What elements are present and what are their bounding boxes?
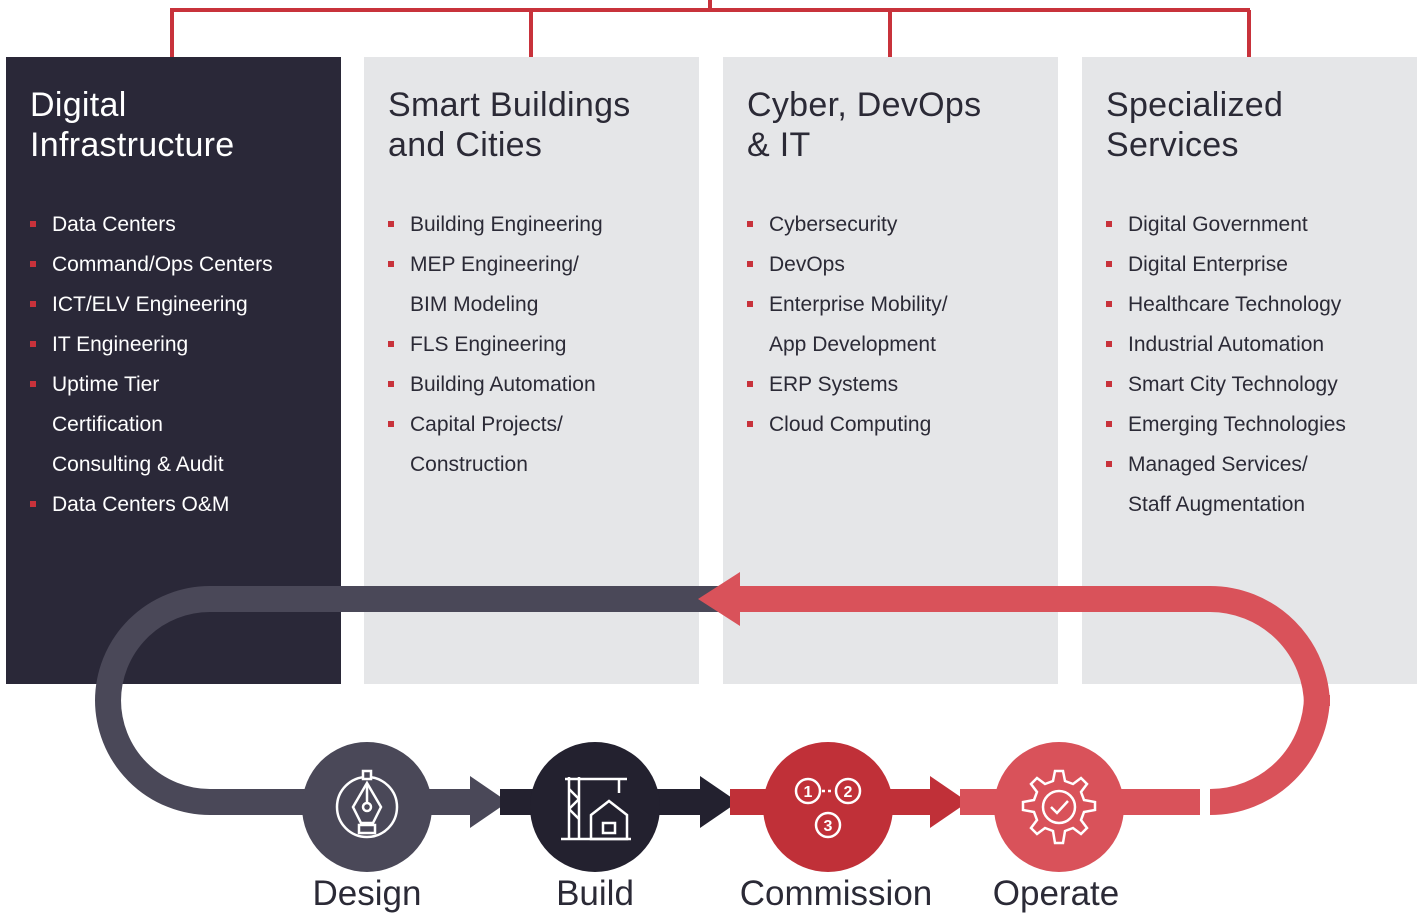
return-path <box>740 586 1330 815</box>
return-path-left <box>95 586 740 815</box>
list-item: Building Automation <box>388 365 681 405</box>
column-cyber-devops: Cyber, DevOps & IT Cybersecurity DevOps … <box>723 57 1058 684</box>
stage-label-design: Design <box>312 874 422 913</box>
list-item: Data Centers O&M <box>30 485 323 525</box>
column-title: Digital Infrastructure <box>30 86 235 164</box>
svg-text:3: 3 <box>824 818 833 835</box>
list-item: Building Engineering <box>388 205 681 245</box>
list-item: Cybersecurity <box>747 205 1040 245</box>
list-item: Smart City Technology <box>1106 365 1399 405</box>
service-list: Digital Government Digital Enterprise He… <box>1106 205 1399 525</box>
numbered-steps-icon: 1 2 3 <box>794 777 862 839</box>
crane-building-icon <box>561 777 631 841</box>
list-item: Industrial Automation <box>1106 325 1399 365</box>
list-item: Uptime Tier Certification Consulting & A… <box>30 365 323 485</box>
org-connector-lines <box>170 0 1251 58</box>
stage-label-commission: Commission <box>739 874 933 913</box>
list-item: ERP Systems <box>747 365 1040 405</box>
list-item: Digital Enterprise <box>1106 245 1399 285</box>
column-title: Cyber, DevOps & IT <box>747 86 982 164</box>
list-item: Cloud Computing <box>747 405 1040 445</box>
list-item: Data Centers <box>30 205 323 245</box>
list-item: Healthcare Technology <box>1106 285 1399 325</box>
list-item: DevOps <box>747 245 1040 285</box>
list-item: Enterprise Mobility/ App Development <box>747 285 1040 365</box>
list-item: FLS Engineering <box>388 325 681 365</box>
stage-commission: 1 2 3 <box>763 742 893 872</box>
gear-check-icon <box>1021 769 1097 845</box>
return-arrow-head <box>698 572 740 626</box>
flow-arrow <box>700 776 738 828</box>
list-item: Managed Services/ Staff Augmentation <box>1106 445 1399 525</box>
stage-label-build: Build <box>556 874 634 913</box>
column-specialized-services: Specialized Services Digital Government … <box>1082 57 1417 684</box>
column-title: Specialized Services <box>1106 86 1284 164</box>
column-smart-buildings: Smart Buildings and Cities Building Engi… <box>364 57 699 684</box>
stage-design <box>302 742 432 872</box>
list-item: ICT/ELV Engineering <box>30 285 323 325</box>
flow-arrow <box>470 776 508 828</box>
service-list: Data Centers Command/Ops Centers ICT/ELV… <box>30 205 323 525</box>
list-item: Command/Ops Centers <box>30 245 323 285</box>
stage-operate <box>994 742 1124 872</box>
pen-tool-icon <box>335 769 399 839</box>
list-item: IT Engineering <box>30 325 323 365</box>
service-list: Building Engineering MEP Engineering/ BI… <box>388 205 681 485</box>
svg-text:2: 2 <box>844 784 853 801</box>
stage-build <box>530 742 660 872</box>
list-item: Digital Government <box>1106 205 1399 245</box>
list-item: MEP Engineering/ BIM Modeling <box>388 245 681 325</box>
column-digital-infrastructure: Digital Infrastructure Data Centers Comm… <box>6 57 341 684</box>
svg-text:1: 1 <box>804 784 813 801</box>
column-title: Smart Buildings and Cities <box>388 86 631 164</box>
list-item: Capital Projects/ Construction <box>388 405 681 485</box>
flow-arrow <box>930 776 968 828</box>
list-item: Emerging Technologies <box>1106 405 1399 445</box>
stage-label-operate: Operate <box>992 874 1120 913</box>
service-list: Cybersecurity DevOps Enterprise Mobility… <box>747 205 1040 445</box>
